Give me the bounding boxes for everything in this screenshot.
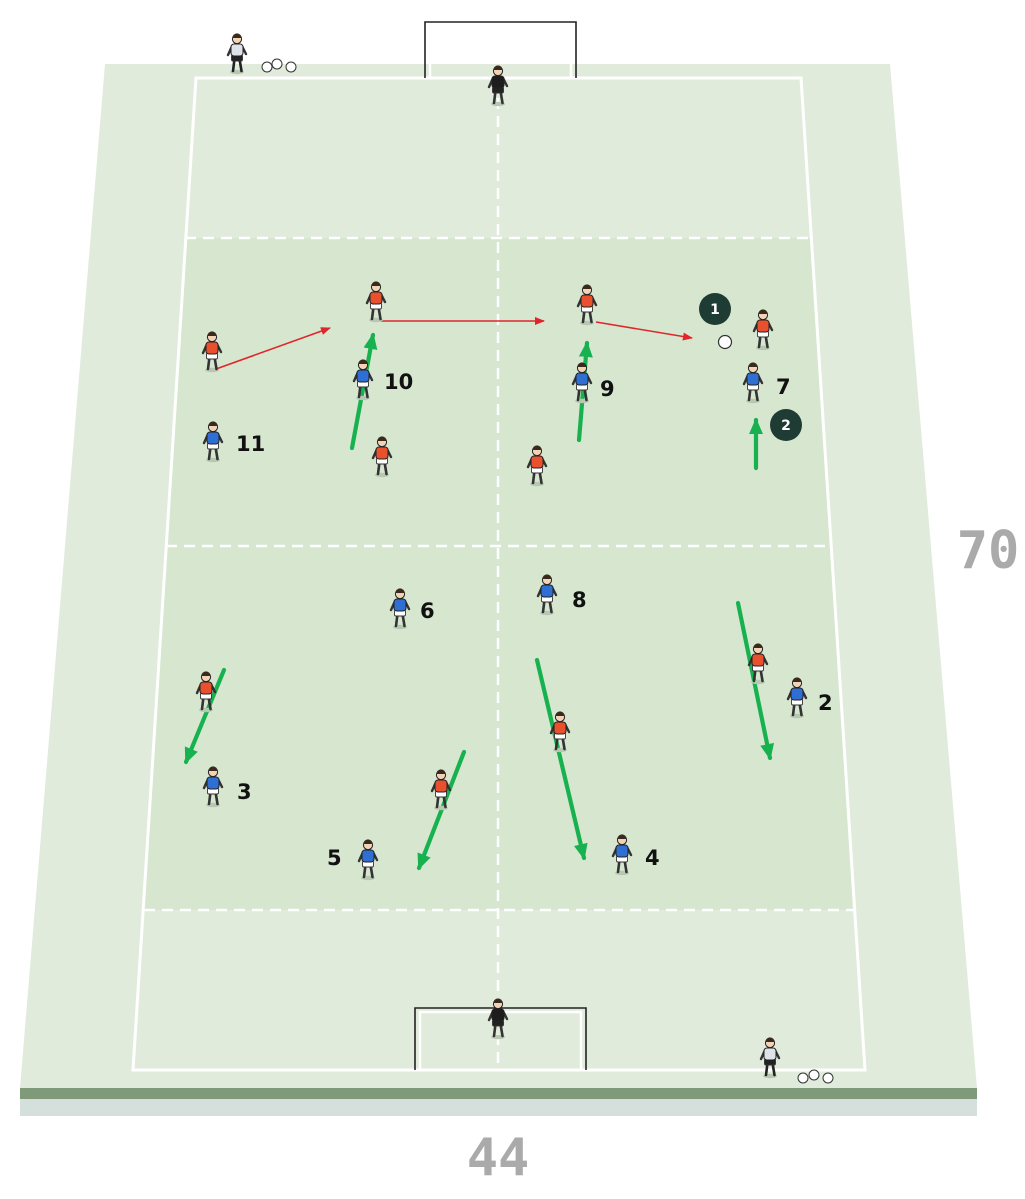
red-player <box>576 284 598 326</box>
pass-arrow <box>215 327 331 370</box>
pass-arrow <box>595 321 693 341</box>
number-7: 7 <box>776 375 791 399</box>
blue-player-4 <box>611 834 633 876</box>
number-2: 2 <box>818 691 833 715</box>
red-player <box>195 671 217 713</box>
ball-icon <box>285 61 297 73</box>
run-arrows <box>183 332 775 871</box>
coach-icon <box>759 1037 781 1079</box>
run-arrow <box>534 657 588 861</box>
red-player <box>747 643 769 685</box>
red-player <box>201 331 223 373</box>
ball-icon <box>717 334 733 350</box>
red-player <box>549 711 571 753</box>
run-arrow <box>183 667 227 765</box>
badge-1-label: 1 <box>710 302 720 318</box>
run-arrow <box>349 332 378 451</box>
number-9: 9 <box>600 377 615 401</box>
pitch-base-edge <box>20 1088 977 1099</box>
blue-player-2 <box>786 677 808 719</box>
pass-arrows <box>215 317 693 370</box>
ball-icon <box>261 61 273 73</box>
number-11: 11 <box>236 432 265 456</box>
goalkeeper-top <box>487 65 509 107</box>
ball-icon <box>808 1069 820 1081</box>
ball-pile-top <box>261 58 297 73</box>
red-player <box>365 281 387 323</box>
ball-pile-bottom <box>797 1069 834 1084</box>
blue-player-7 <box>742 362 764 404</box>
pitch-boundary <box>131 76 867 1072</box>
number-4: 4 <box>645 846 660 870</box>
blue-player-3 <box>202 766 224 808</box>
ball-icon <box>822 1072 834 1084</box>
red-player <box>430 769 452 811</box>
red-player <box>526 445 548 487</box>
zone-lines <box>144 80 853 1068</box>
red-player <box>752 309 774 351</box>
player-numbers: 10 9 7 11 6 8 2 3 5 4 <box>236 370 833 870</box>
number-6: 6 <box>420 599 435 623</box>
number-3: 3 <box>237 780 252 804</box>
ball-icon <box>271 58 283 70</box>
number-8: 8 <box>572 588 587 612</box>
badge-2: 2 <box>770 409 802 441</box>
coach-icon <box>226 33 248 75</box>
blue-player-10 <box>352 359 374 401</box>
badge-2-label: 2 <box>781 418 791 434</box>
blue-player-8 <box>536 574 558 616</box>
goal-top <box>424 21 577 78</box>
number-5: 5 <box>327 846 342 870</box>
number-10: 10 <box>384 370 413 394</box>
ball-icon <box>797 1072 809 1084</box>
run-arrow <box>576 340 593 443</box>
blue-player-6 <box>389 588 411 630</box>
pitch-base-shadow <box>20 1098 977 1116</box>
dimension-length: 70 <box>957 521 1020 581</box>
players-layer <box>195 33 808 1079</box>
red-player <box>371 436 393 478</box>
dimension-width: 44 <box>467 1128 530 1188</box>
blue-player-9 <box>571 362 593 404</box>
badge-1: 1 <box>699 293 731 325</box>
blue-player-5 <box>357 839 379 881</box>
blue-player-11 <box>202 421 224 463</box>
goalkeeper-bottom <box>487 998 509 1040</box>
